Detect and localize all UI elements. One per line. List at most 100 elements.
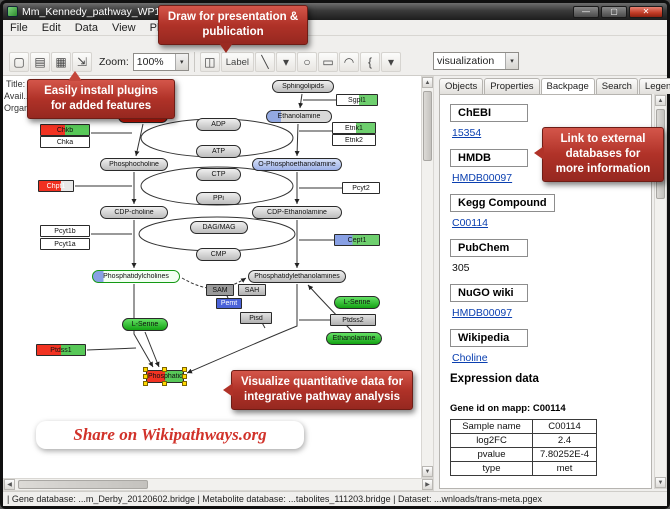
scroll-right-icon[interactable]: ▶ — [422, 479, 433, 490]
title-bar[interactable]: Mm_Kennedy_pathway_WP1771_45176.gpml... … — [3, 3, 667, 20]
scroll-up-icon[interactable]: ▲ — [422, 77, 433, 88]
tab-legend[interactable]: Legend — [638, 78, 670, 94]
selection-handle[interactable] — [182, 367, 187, 372]
canvas-vertical-scrollbar[interactable]: ▲ ▼ — [421, 76, 434, 478]
datanode-tool-button[interactable]: ◫ — [199, 52, 220, 72]
node-label: Ethanolamine — [277, 113, 321, 120]
selection-handle[interactable] — [182, 373, 187, 379]
menu-data[interactable]: Data — [74, 21, 98, 34]
pathway-node-pcyt1a[interactable]: Pcyt1a — [40, 238, 90, 250]
pathway-canvas[interactable]: Title:Avail...Organ... — [3, 76, 421, 478]
ellipse-tool-button[interactable]: ○ — [297, 52, 318, 72]
db-value-kegg[interactable]: C00114 — [452, 217, 489, 229]
node-label: Ptdss1 — [50, 346, 72, 354]
pathway-node-pemt[interactable]: Pemt — [216, 298, 242, 309]
db-value-nugo[interactable]: HMDB00097 — [452, 307, 513, 319]
window-controls: — ▢ ✕ — [571, 5, 663, 18]
arc-tool-button[interactable]: ◠ — [339, 52, 360, 72]
pathway-node-sam[interactable]: SAM — [206, 284, 234, 296]
export-button[interactable]: ⇲ — [72, 52, 92, 72]
visualization-value: visualization — [437, 55, 495, 67]
scroll-up-icon[interactable]: ▲ — [655, 95, 666, 106]
pathway-node-l-serine-right[interactable]: L-Serine — [334, 296, 380, 309]
scrollbar-thumb[interactable] — [423, 91, 432, 161]
node-label: Phosphatidylethanolamines — [254, 273, 340, 280]
line-menu-button[interactable]: ▾ — [276, 52, 297, 72]
tab-objects[interactable]: Objects — [439, 78, 484, 94]
pathway-node-atp[interactable]: ATP — [196, 145, 241, 158]
zoom-combobox[interactable]: 100% ▾ — [132, 53, 189, 71]
pathway-node-pcyt2[interactable]: Pcyt2 — [342, 182, 380, 194]
selection-handle[interactable] — [162, 381, 167, 386]
menu-edit[interactable]: Edit — [41, 21, 61, 34]
pathway-node-phosphatidylcholines[interactable]: Phosphatidylcholines — [92, 270, 180, 283]
pathway-node-dag-mag[interactable]: DAG/MAG — [190, 221, 248, 234]
pathway-node-phosphatidylserines[interactable]: Phosphatidylserines — [143, 367, 187, 386]
pathway-node-pisd[interactable]: Pisd — [240, 312, 272, 324]
pathway-node-etnk1[interactable]: Etnk1 — [332, 122, 376, 134]
selection-handle[interactable] — [143, 367, 148, 372]
pathway-node-chpt1[interactable]: Chpt1 — [38, 180, 74, 192]
pathway-node-sphingolipids[interactable]: Sphingolipids — [272, 80, 334, 93]
new-file-button[interactable]: ▢ — [9, 52, 29, 72]
pathway-node-sgpl1[interactable]: Sgpl1 — [336, 94, 378, 106]
minimize-button[interactable]: — — [573, 5, 599, 18]
pathway-node-phosphatidylethanolamines[interactable]: Phosphatidylethanolamines — [248, 270, 346, 283]
pathway-node-cdp-choline[interactable]: CDP-choline — [100, 206, 168, 219]
rectangle-tool-button[interactable]: ▭ — [318, 52, 339, 72]
pathway-node-pcyt1b[interactable]: Pcyt1b — [40, 225, 90, 237]
pathway-node-chka[interactable]: Chka — [40, 136, 90, 148]
table-cell: met — [532, 461, 597, 476]
pathway-node-phosphocholine[interactable]: Phosphocholine — [100, 158, 168, 171]
pathway-node-ptdss1[interactable]: Ptdss1 — [36, 344, 86, 356]
pathway-node-ptdss2[interactable]: Ptdss2 — [330, 314, 376, 326]
node-label: PPi — [213, 195, 224, 202]
pathway-node-ethanolamine-top[interactable]: Ethanolamine — [266, 110, 332, 123]
menu-view[interactable]: View — [111, 21, 136, 34]
scrollbar-thumb[interactable] — [18, 480, 148, 489]
selection-handle[interactable] — [143, 381, 148, 386]
pathway-node-chkb[interactable]: Chkb — [40, 124, 90, 136]
tab-backpage[interactable]: Backpage — [540, 78, 595, 94]
shape-menu-button[interactable]: ▾ — [381, 52, 402, 72]
node-label: CDP-choline — [114, 209, 154, 216]
pathway-node-l-serine-left[interactable]: L-Serine — [122, 318, 168, 331]
node-label: Pemt — [220, 300, 238, 307]
scroll-left-icon[interactable]: ◀ — [4, 479, 15, 490]
maximize-button[interactable]: ▢ — [601, 5, 627, 18]
pathway-node-ctp[interactable]: CTP — [196, 168, 241, 181]
close-button[interactable]: ✕ — [629, 5, 663, 18]
selection-handle[interactable] — [182, 381, 187, 386]
pathway-node-adp[interactable]: ADP — [196, 118, 241, 131]
selection-handle[interactable] — [143, 373, 148, 379]
label-tool-button[interactable]: Label — [220, 52, 255, 72]
scroll-down-icon[interactable]: ▼ — [422, 466, 433, 477]
node-label: Cept1 — [347, 236, 367, 244]
tab-properties[interactable]: Properties — [484, 78, 540, 94]
db-value-hmdb[interactable]: HMDB00097 — [452, 172, 513, 184]
pathway-node-o-phosphoethanolamine[interactable]: O-Phosphoethanolamine — [252, 158, 342, 171]
line-tool-button[interactable]: ╲ — [255, 52, 276, 72]
menu-file[interactable]: File — [10, 21, 28, 34]
tab-search[interactable]: Search — [595, 78, 638, 94]
pathway-node-ppi[interactable]: PPi — [196, 192, 241, 205]
db-value-chebi[interactable]: 15354 — [452, 127, 482, 139]
scroll-down-icon[interactable]: ▼ — [655, 477, 666, 488]
pathway-node-cmp[interactable]: CMP — [196, 248, 241, 261]
node-label: CTP — [211, 171, 226, 178]
brace-tool-button[interactable]: { — [360, 52, 381, 72]
node-label: Pcyt1b — [54, 227, 76, 235]
pathway-node-cdp-ethanolamine[interactable]: CDP-Ethanolamine — [252, 206, 342, 219]
canvas-horizontal-scrollbar[interactable]: ◀ ▶ — [3, 478, 434, 491]
selection-handle[interactable] — [162, 367, 167, 372]
pathway-node-etnk2[interactable]: Etnk2 — [332, 134, 376, 146]
save-file-button[interactable]: ▦ — [51, 52, 71, 72]
visualization-combobox[interactable]: visualization ▾ — [433, 52, 519, 70]
open-file-button[interactable]: ▤ — [30, 52, 50, 72]
pathway-node-sah[interactable]: SAH — [238, 284, 266, 296]
pathway-node-cept1[interactable]: Cept1 — [334, 234, 380, 246]
pathway-node-ethanolamine-right[interactable]: Ethanolamine — [326, 332, 382, 345]
callout-draw-presentation: Draw for presentation & publication — [158, 5, 308, 53]
db-value-wikipedia[interactable]: Choline — [452, 352, 488, 364]
